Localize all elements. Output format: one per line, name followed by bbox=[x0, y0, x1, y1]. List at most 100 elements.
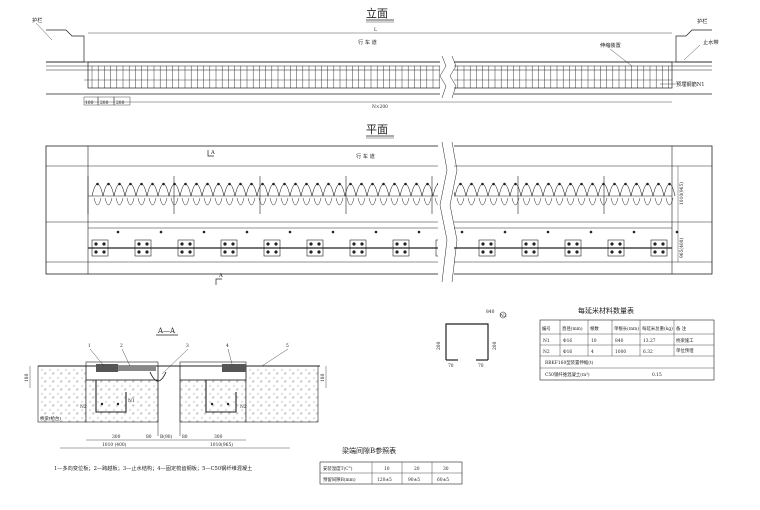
bolt bbox=[349, 182, 352, 186]
finger-tooth bbox=[91, 183, 104, 197]
bolt bbox=[547, 182, 550, 186]
finger-tooth bbox=[509, 183, 522, 197]
finger-tooth bbox=[256, 183, 269, 197]
bolt bbox=[624, 182, 627, 186]
fixed-comb-plate bbox=[222, 364, 246, 372]
bolt bbox=[613, 182, 616, 186]
finger-tooth bbox=[575, 183, 588, 197]
bolt bbox=[646, 182, 649, 186]
bolt bbox=[492, 182, 495, 186]
bolt bbox=[239, 182, 242, 186]
finger-tooth bbox=[531, 183, 544, 197]
fixed-plate bbox=[392, 239, 410, 257]
bolt bbox=[393, 182, 396, 186]
bolt bbox=[525, 182, 528, 186]
bolt bbox=[503, 182, 506, 186]
finger-tooth bbox=[520, 183, 533, 197]
elevation-traffic-label: 行 车 道 bbox=[358, 38, 377, 46]
dim-total-right: 1010(965) bbox=[210, 443, 233, 448]
fixed-plate bbox=[607, 239, 625, 257]
mat-remark: 桥梁施工 bbox=[676, 337, 694, 344]
finger-tooth bbox=[553, 183, 566, 197]
finger-tooth bbox=[476, 183, 489, 197]
plan-view: 平面 行 车 道 A A 1010(965) 965(400) bbox=[45, 123, 713, 285]
bolt bbox=[195, 182, 198, 186]
finger-tooth bbox=[619, 183, 632, 197]
rebar-detail: N2 840 200 200 70 70 bbox=[437, 310, 507, 369]
dim-200b: 200 bbox=[116, 101, 125, 106]
finger-tooth bbox=[377, 183, 390, 197]
mat-header-4: 每延米总重(kg) bbox=[642, 325, 673, 332]
bolt bbox=[426, 182, 429, 186]
left-abutment bbox=[37, 365, 87, 423]
rebar-n2-shape bbox=[445, 323, 489, 360]
right-guardrail bbox=[675, 29, 712, 63]
finger-tooth bbox=[322, 183, 335, 197]
gap-row1-v1: 10 bbox=[384, 467, 390, 472]
finger-tooth bbox=[168, 183, 181, 197]
label-n2-right: N2 bbox=[240, 405, 247, 410]
fixed-plate bbox=[177, 239, 195, 257]
bolt bbox=[635, 182, 638, 186]
comb-finger-plate bbox=[87, 176, 676, 214]
bolt bbox=[360, 182, 363, 186]
finger-tooth bbox=[267, 183, 280, 197]
mat-cell: 13.27 bbox=[643, 339, 656, 344]
bolt bbox=[514, 182, 517, 186]
finger-tooth bbox=[135, 183, 148, 197]
bolt bbox=[382, 182, 385, 186]
fixed-plate bbox=[521, 239, 539, 257]
finger-tooth bbox=[597, 183, 610, 197]
span-label: L bbox=[374, 28, 377, 33]
finger-tooth bbox=[234, 183, 247, 197]
dim-80-left: 80 bbox=[146, 435, 152, 440]
finger-tooth bbox=[454, 183, 467, 197]
mat-remark-2: 单位预埋 bbox=[676, 347, 694, 354]
fixed-plate bbox=[478, 239, 496, 257]
finger-tooth bbox=[157, 183, 170, 197]
bolt bbox=[184, 182, 187, 186]
rebar-dim-bottom-right: 70 bbox=[478, 364, 484, 369]
mat-cell: Φ16 bbox=[563, 350, 572, 355]
rebar-n1-left bbox=[95, 380, 127, 413]
rebar-dim-bottom-left: 70 bbox=[448, 364, 454, 369]
bolt bbox=[96, 182, 99, 186]
bolt bbox=[305, 182, 308, 186]
finger-tooth bbox=[212, 183, 225, 197]
finger-tooth bbox=[333, 183, 346, 197]
bolt bbox=[371, 182, 374, 186]
finger-tooth bbox=[487, 183, 500, 197]
rebar-bar-mark: N2 bbox=[500, 314, 507, 319]
label-n2-left: N2 bbox=[80, 405, 87, 410]
bolt bbox=[415, 182, 418, 186]
finger-tooth bbox=[465, 183, 478, 197]
gap-row1-label: 安装温度T(C°) bbox=[323, 465, 353, 472]
elevation-title: 立面 bbox=[366, 6, 388, 20]
callout-1: 1 bbox=[88, 344, 91, 349]
bolt bbox=[591, 182, 594, 186]
bolt bbox=[558, 182, 561, 186]
bolt bbox=[316, 182, 319, 186]
bolt bbox=[129, 182, 132, 186]
finger-tooth bbox=[388, 183, 401, 197]
gap-row2-v3: 60±5 bbox=[437, 478, 449, 483]
fixed-plate bbox=[263, 239, 281, 257]
mat-header-1: 直径(mm) bbox=[562, 325, 583, 332]
water-stop-label: 止水带 bbox=[703, 38, 719, 46]
finger-tooth bbox=[124, 183, 137, 197]
fixed-plate bbox=[134, 239, 152, 257]
right-abutment bbox=[245, 365, 319, 423]
plan-outline bbox=[45, 145, 713, 275]
finger-tooth bbox=[179, 183, 192, 197]
finger-tooth bbox=[223, 183, 236, 197]
bolt bbox=[272, 182, 275, 186]
finger-tooth bbox=[608, 183, 621, 197]
finger-tooth bbox=[201, 183, 214, 197]
bolt bbox=[404, 182, 407, 186]
dim-300-right: 300 bbox=[214, 435, 223, 440]
bolt bbox=[173, 182, 176, 186]
label-beam: 桥梁(桥台) bbox=[40, 415, 61, 422]
span-plate bbox=[118, 366, 156, 371]
finger-tooth bbox=[542, 183, 555, 197]
